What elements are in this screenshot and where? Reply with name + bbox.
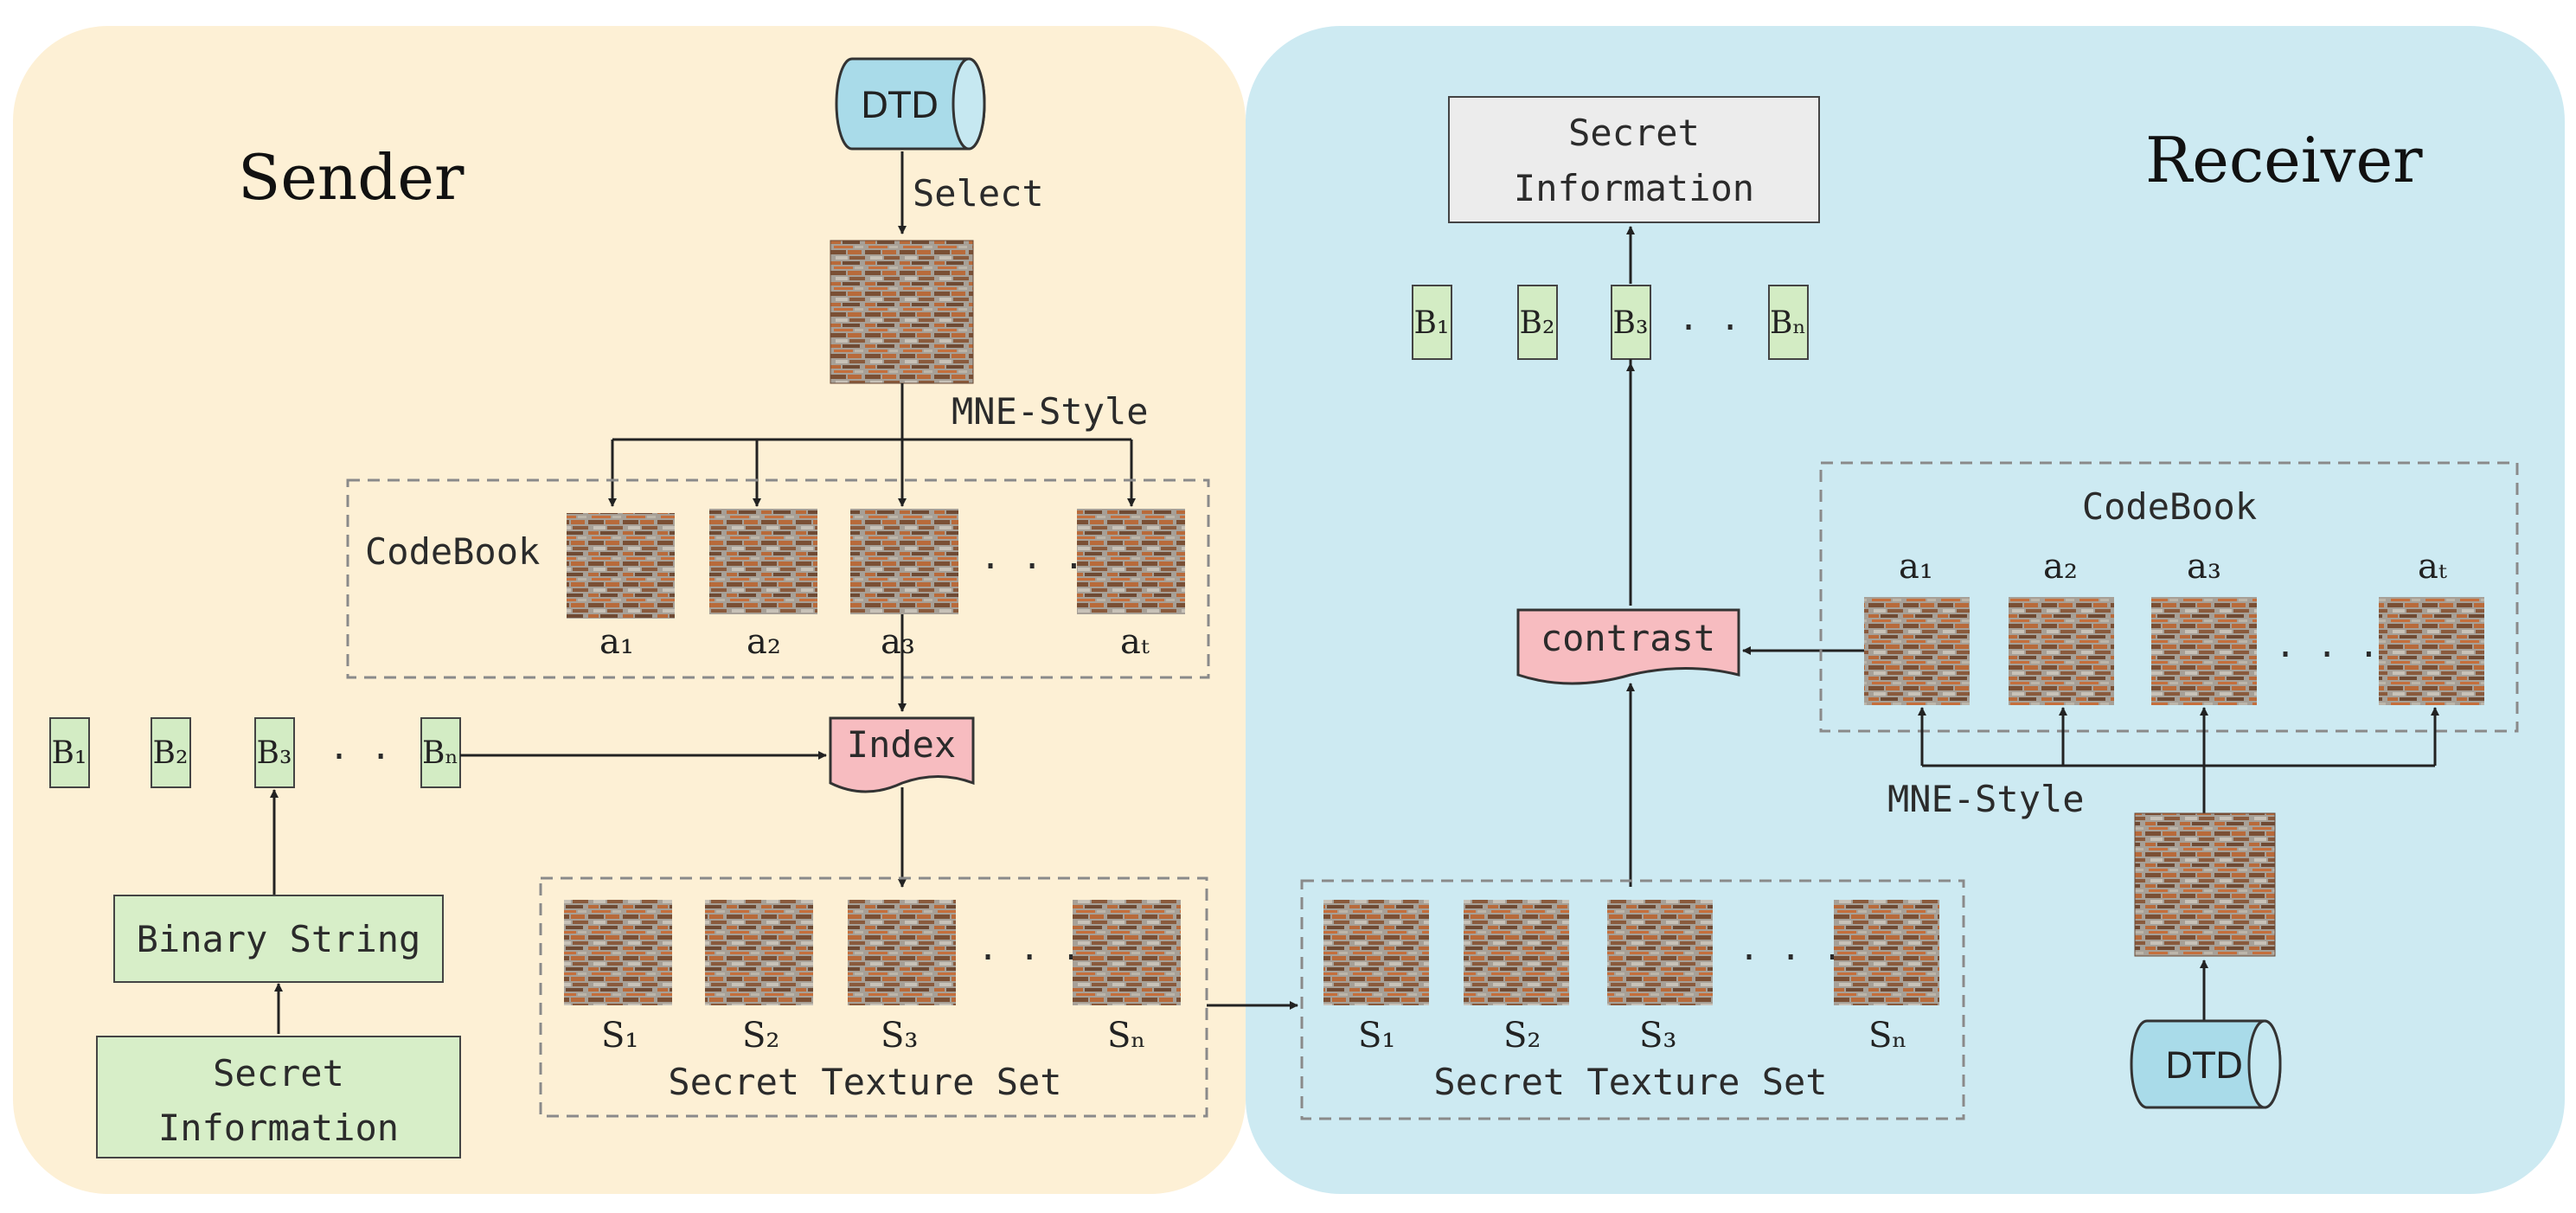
sender-codebook-ellipsis: · · · <box>980 547 1084 587</box>
receiver-texture-ellipsis: · · · <box>1739 938 1842 978</box>
sender-codebook-box <box>346 478 1210 679</box>
receiver-bit-1-label: B₁ <box>1414 305 1450 341</box>
receiver-bit-n <box>1768 285 1809 360</box>
sender-dtd-cylinder: DTD <box>835 57 986 151</box>
binary-string-label: Binary String <box>137 918 421 960</box>
sender-secret-info-line1: Secret <box>213 1052 344 1094</box>
receiver-secret-info-line2: Information <box>1514 167 1754 209</box>
receiver-bit-3-label: B₃ <box>1613 305 1649 341</box>
receiver-codebook-label: CodeBook <box>2082 485 2257 528</box>
receiver-codebook-texture-3 <box>2151 597 2257 705</box>
sender-title: Sender <box>238 141 465 214</box>
sender-texture-sn-label: Sₙ <box>1107 1016 1146 1056</box>
sender-codebook-at: aₜ <box>1120 622 1150 662</box>
receiver-texture-s3 <box>1607 900 1713 1005</box>
sender-index-label: Index <box>847 723 956 766</box>
receiver-bit-n-label: Bₙ <box>1770 305 1806 341</box>
sender-texture-sn <box>1073 900 1181 1005</box>
receiver-codebook-texture-2 <box>2009 597 2114 705</box>
receiver-title: Receiver <box>2145 124 2423 196</box>
sender-texture-s1-label: S₁ <box>601 1016 638 1056</box>
sender-texture-ellipsis: · · · <box>977 938 1081 978</box>
receiver-texture-sn <box>1834 900 1939 1005</box>
receiver-texture-s3-label: S₃ <box>1639 1016 1676 1056</box>
receiver-codebook-box <box>1819 461 2519 733</box>
receiver-bit-2-label: B₂ <box>1520 305 1555 341</box>
receiver-codebook-ellipsis: · · · <box>2275 635 2379 675</box>
sender-bit-2-label: B₂ <box>153 735 189 771</box>
receiver-contrast-label: contrast <box>1541 617 1715 659</box>
sender-index-document: Index <box>829 716 975 793</box>
sender-select-label: Select <box>913 172 1044 215</box>
receiver-contrast-document: contrast <box>1516 608 1740 685</box>
receiver-bits-ellipsis: · · · <box>1678 308 1782 348</box>
sender-selected-texture <box>830 240 974 384</box>
sender-texture-s1 <box>564 900 672 1005</box>
receiver-codebook-texture-t <box>2379 597 2484 705</box>
sender-secret-info-line2: Information <box>158 1107 399 1149</box>
receiver-secret-info-line1: Secret <box>1568 112 1700 154</box>
sender-codebook-texture-3 <box>850 509 958 614</box>
receiver-secret-info-box <box>1448 96 1820 223</box>
sender-codebook-texture-2 <box>709 509 817 614</box>
receiver-codebook-at: aₜ <box>2418 547 2447 587</box>
sender-texture-s2 <box>705 900 813 1005</box>
sender-codebook-a2: a₂ <box>747 622 781 662</box>
sender-bit-2 <box>151 717 191 788</box>
receiver-texture-s1-label: S₁ <box>1358 1016 1395 1056</box>
sender-codebook-texture-1 <box>567 513 675 619</box>
sender-mne-style-label: MNE-Style <box>952 390 1149 433</box>
sender-codebook-texture-t <box>1077 509 1185 614</box>
sender-bit-n <box>420 717 461 788</box>
sender-bit-1-label: B₁ <box>52 735 87 771</box>
sender-dtd-label: DTD <box>861 84 939 126</box>
receiver-selected-texture <box>2134 812 2276 957</box>
receiver-codebook-a3: a₃ <box>2187 547 2221 587</box>
receiver-texture-s2 <box>1464 900 1569 1005</box>
receiver-texture-s1 <box>1323 900 1429 1005</box>
sender-bits-ellipsis: · · · <box>329 737 433 777</box>
sender-texture-s2-label: S₂ <box>742 1016 779 1056</box>
receiver-codebook-a2: a₂ <box>2043 547 2078 587</box>
receiver-bit-2 <box>1517 285 1558 360</box>
sender-texture-set-label: Secret Texture Set <box>668 1061 1061 1103</box>
receiver-codebook-a1: a₁ <box>1899 547 1933 587</box>
sender-codebook-a1: a₁ <box>599 622 634 662</box>
sender-codebook-a3: a₃ <box>881 622 915 662</box>
binary-string-box <box>113 895 444 983</box>
receiver-bit-1 <box>1412 285 1452 360</box>
receiver-dtd-label: DTD <box>2165 1044 2243 1087</box>
sender-texture-s3 <box>848 900 956 1005</box>
receiver-dtd-cylinder: DTD <box>2130 1019 2282 1109</box>
receiver-texture-sn-label: Sₙ <box>1868 1016 1907 1056</box>
sender-bit-n-label: Bₙ <box>422 735 458 771</box>
receiver-texture-set-box <box>1300 879 1965 1120</box>
sender-codebook-label: CodeBook <box>365 530 540 573</box>
receiver-mne-style-label: MNE-Style <box>1887 778 2085 820</box>
sender-bit-3-label: B₃ <box>257 735 292 771</box>
sender-bit-1 <box>49 717 90 788</box>
sender-texture-s3-label: S₃ <box>881 1016 918 1056</box>
sender-texture-set-box <box>539 876 1208 1118</box>
receiver-texture-s2-label: S₂ <box>1503 1016 1541 1056</box>
receiver-codebook-texture-1 <box>1864 597 1970 705</box>
sender-secret-info-box <box>96 1036 461 1158</box>
receiver-texture-set-label: Secret Texture Set <box>1433 1061 1827 1103</box>
sender-bit-3 <box>254 717 295 788</box>
